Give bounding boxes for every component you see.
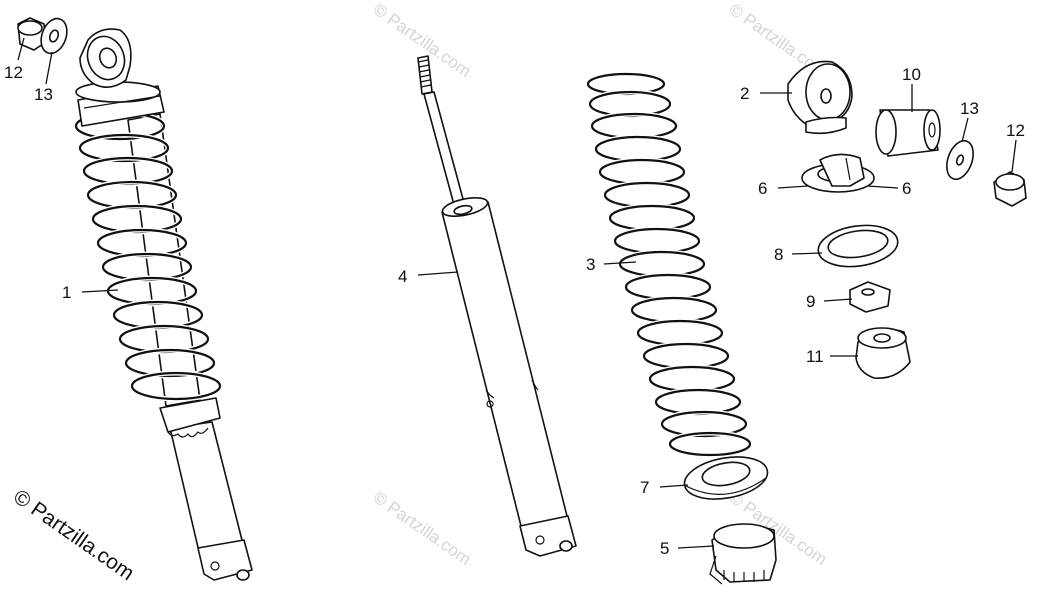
callout-2[interactable]: 2 [740, 84, 749, 103]
callout-labels: 1 2 3 4 5 6 6 7 8 9 10 11 12 12 13 13 [4, 63, 1025, 558]
callout-10[interactable]: 10 [902, 65, 921, 84]
callout-1[interactable]: 1 [62, 283, 71, 302]
bump-stop-rubber[interactable] [855, 327, 911, 379]
callout-13-right[interactable]: 13 [960, 99, 979, 118]
copyright-notice: © Partzilla.com [9, 485, 138, 585]
callout-11[interactable]: 11 [806, 347, 824, 366]
spring-adjuster[interactable] [709, 523, 777, 585]
callout-9[interactable]: 9 [806, 292, 815, 311]
callout-3[interactable]: 3 [586, 255, 595, 274]
callout-6-right[interactable]: 6 [902, 179, 911, 198]
watermark: © Partzilla.com [370, 488, 475, 569]
damper-unit[interactable] [417, 55, 577, 557]
stopper-block[interactable] [849, 281, 891, 313]
bushing[interactable] [875, 109, 941, 157]
callout-4[interactable]: 4 [398, 267, 407, 286]
spring-stopper-collars[interactable] [801, 153, 875, 193]
leader-lines [17, 37, 1017, 549]
callout-6-left[interactable]: 6 [758, 179, 767, 198]
spring-coils [73, 110, 223, 402]
callout-13-left[interactable]: 13 [34, 85, 53, 104]
shock-absorber-assembly[interactable] [73, 28, 253, 581]
callout-7[interactable]: 7 [640, 478, 649, 497]
upper-joint[interactable] [787, 60, 853, 135]
callout-5[interactable]: 5 [660, 539, 669, 558]
callout-8[interactable]: 8 [774, 245, 783, 264]
callout-12-right[interactable]: 12 [1006, 121, 1025, 140]
rubber-ring[interactable] [816, 221, 901, 272]
washer-top-left[interactable] [37, 15, 72, 57]
callout-12-left[interactable]: 12 [4, 63, 23, 82]
nut-right[interactable] [993, 171, 1027, 207]
spring-seat-washer[interactable] [681, 451, 771, 505]
coil-spring[interactable] [585, 71, 753, 458]
washer-right[interactable] [942, 137, 978, 183]
